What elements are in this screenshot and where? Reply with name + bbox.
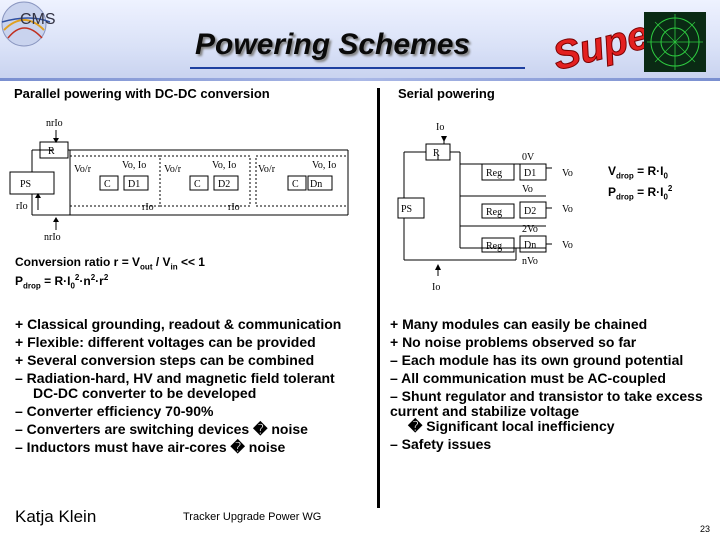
vdrop-sub: drop — [616, 171, 634, 181]
serial-bullet: + Many modules can easily be chained — [390, 316, 648, 332]
footer-event: Tracker Upgrade Power WG — [183, 511, 322, 523]
label-io-top: Io — [436, 122, 444, 133]
label-c3: C — [292, 179, 299, 190]
cms-logo: CMS — [0, 0, 70, 48]
page-number: 23 — [700, 524, 711, 534]
vdrop-equation: Vdrop = R·I0 — [608, 164, 668, 183]
label-ps-serial: PS — [401, 204, 412, 215]
label-d2-serial: D2 — [524, 206, 536, 217]
pd-b: = R·I — [40, 274, 71, 288]
page-title: Powering Schemes — [195, 28, 471, 61]
label-nrio-top: nrIo — [46, 118, 63, 129]
parallel-diagram-svg: nrIo R PS rIo nrIo Vo/r Vo, Io Vo/r Vo, … — [9, 118, 349, 243]
pd-sub2: 0 — [70, 281, 75, 291]
conversion-ratio: Conversion ratio r = Vout / Vin << 1 — [15, 255, 205, 274]
label-vo-2: Vo — [562, 204, 573, 215]
super-logo-graphic: Super — [548, 8, 706, 79]
label-vo-io-3: Vo, Io — [312, 160, 336, 171]
label-ps: PS — [20, 179, 31, 190]
serial-bullet-list: + Many modules can easily be chained + N… — [390, 317, 712, 452]
label-io-bottom: Io — [432, 282, 440, 293]
label-nvo: nVo — [522, 256, 538, 267]
label-vo-node: Vo — [522, 184, 533, 195]
conv-a: Conversion ratio r = V — [15, 255, 141, 269]
label-d1: D1 — [128, 179, 140, 190]
serial-diagram-svg: Io R PS Io 0V Vo 2Vo nVo Reg D1 Reg D2 R… — [397, 122, 573, 293]
label-0v: 0V — [522, 152, 535, 163]
label-r: R — [48, 146, 55, 157]
label-r-serial: R — [433, 148, 440, 159]
label-2vo: 2Vo — [522, 224, 538, 235]
footer-author: Katja Klein — [15, 507, 97, 526]
label-nrio-bottom: nrIo — [44, 232, 61, 242]
conv-b: / V — [152, 255, 171, 269]
serial-bullet: – Each module has its own ground potenti… — [390, 352, 684, 368]
parallel-bullet: + Several conversion steps can be combin… — [15, 352, 315, 368]
header-rule — [0, 78, 720, 81]
pd-sup3: 2 — [103, 273, 109, 282]
pd-sup1: 2 — [74, 273, 80, 282]
label-vo-r-1: Vo/r — [74, 164, 92, 175]
label-reg3: Reg — [486, 241, 502, 252]
pdrop-sub: drop — [616, 192, 634, 202]
pdrop-sub2: 0 — [663, 192, 668, 202]
pd-sup2: 2 — [90, 273, 96, 282]
pd-c: ·n — [79, 274, 91, 288]
serial-bullet: � Significant local inefficiency — [408, 418, 615, 434]
parallel-bullet: DC-DC converter to be developed — [33, 385, 257, 401]
label-vo-r-2: Vo/r — [164, 164, 182, 175]
label-c2: C — [194, 179, 201, 190]
header-band — [0, 0, 720, 80]
parallel-subtitle: Parallel powering with DC-DC conversion — [14, 86, 270, 101]
pd-a: P — [15, 274, 24, 288]
label-c1: C — [104, 179, 111, 190]
cms-logo-text: CMS — [20, 11, 56, 28]
conv-sub2: in — [170, 262, 178, 272]
column-divider — [377, 88, 380, 508]
parallel-bullet: + Classical grounding, readout & communi… — [15, 316, 342, 332]
parallel-bullet: – Converters are switching devices � noi… — [15, 421, 308, 437]
serial-bullet: – All communication must be AC-coupled — [390, 370, 666, 386]
label-rio-mid: rIo — [142, 202, 154, 213]
label-rio-left: rIo — [16, 201, 28, 212]
pdrop-p: P — [608, 185, 617, 199]
label-vo-1: Vo — [562, 168, 573, 179]
conv-c: << 1 — [177, 255, 205, 269]
label-d2: D2 — [218, 179, 230, 190]
cms-logo-graphic: CMS — [1, 1, 56, 47]
serial-subtitle: Serial powering — [398, 86, 495, 101]
label-vo-io-2: Vo, Io — [212, 160, 236, 171]
label-dn-serial: Dn — [524, 240, 536, 251]
label-dn: Dn — [310, 179, 322, 190]
serial-diagram: Io R PS Io 0V Vo 2Vo nVo Reg D1 Reg D2 R… — [396, 118, 596, 299]
label-rio-right: rIo — [228, 202, 240, 213]
pdrop-sup: 2 — [667, 184, 673, 193]
serial-bullet: – Shunt regulator and transistor to take… — [390, 388, 703, 419]
pdrop-rhs: = R·I — [633, 185, 664, 199]
label-vo-3: Vo — [562, 240, 573, 251]
serial-bullet: – Safety issues — [390, 436, 492, 452]
pd-d: ·r — [95, 274, 104, 288]
title-underline — [190, 67, 525, 69]
vdrop-sub2: 0 — [663, 171, 668, 181]
label-d1-serial: D1 — [524, 168, 536, 179]
super-logo: Super — [548, 6, 720, 79]
parallel-bullet: + Flexible: different voltages can be pr… — [15, 334, 316, 350]
pdrop-equation-parallel: Pdrop = R·I02·n2·r2 — [15, 271, 108, 293]
parallel-bullet: – Inductors must have air-cores � noise — [15, 439, 286, 455]
conv-sub1: out — [140, 262, 153, 272]
pd-sub: drop — [23, 281, 41, 291]
parallel-bullet: – Radiation-hard, HV and magnetic field … — [15, 370, 335, 386]
pdrop-equation-serial: Pdrop = R·I02 — [608, 182, 672, 204]
label-vo-r-3: Vo/r — [258, 164, 276, 175]
vdrop-rhs: = R·I — [633, 164, 664, 178]
parallel-bullet: – Converter efficiency 70-90% — [15, 403, 214, 419]
label-reg1: Reg — [486, 168, 502, 179]
label-reg2: Reg — [486, 207, 502, 218]
serial-bullet: + No noise problems observed so far — [390, 334, 637, 350]
parallel-bullet-list: + Classical grounding, readout & communi… — [15, 317, 370, 455]
parallel-diagram: nrIo R PS rIo nrIo Vo/r Vo, Io Vo/r Vo, … — [8, 112, 358, 247]
label-vo-io-1: Vo, Io — [122, 160, 146, 171]
vdrop-v: V — [608, 164, 617, 178]
